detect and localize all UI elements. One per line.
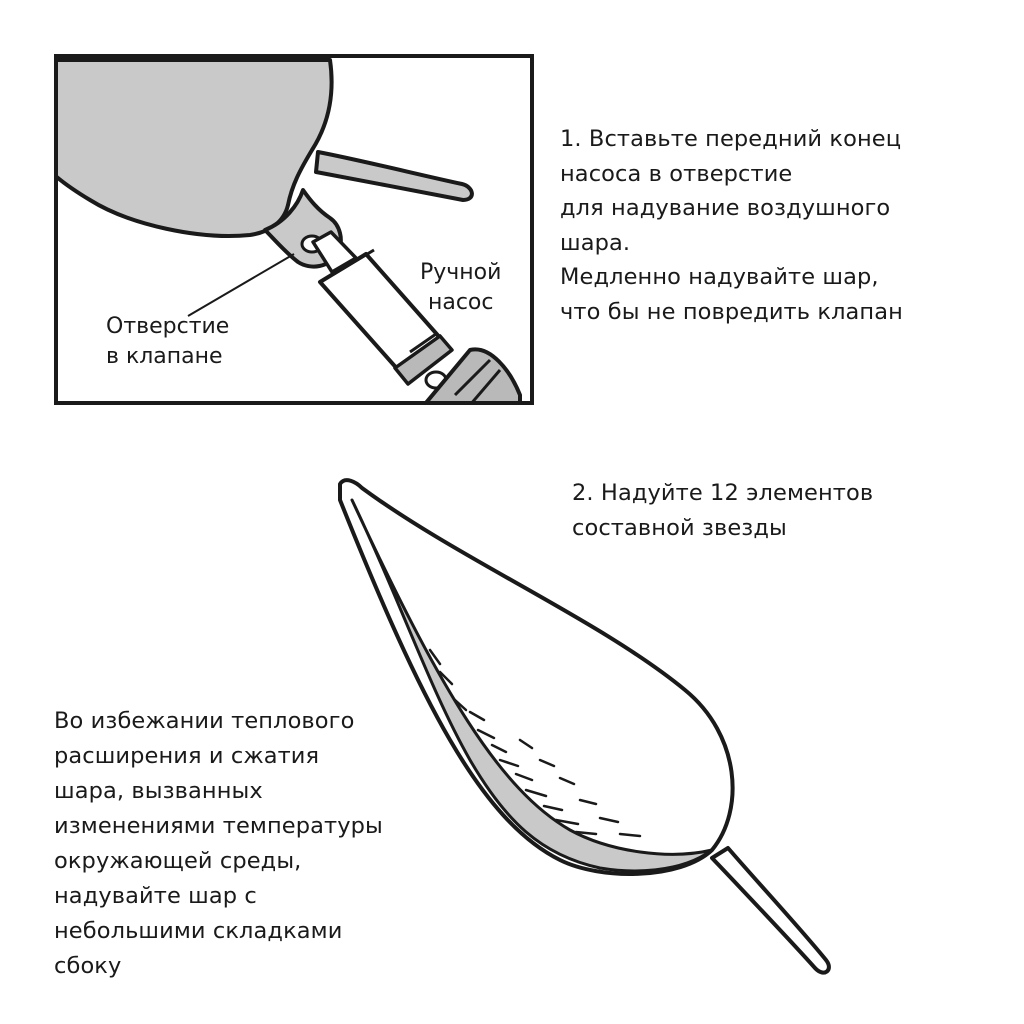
note-line: надувайте шар с: [54, 883, 257, 909]
step1-line: 1. Вставьте передний конец: [560, 126, 902, 152]
illustration-frame: [54, 54, 534, 405]
note-line: сбоку: [54, 953, 122, 979]
step1-line: насоса в отверстие: [560, 160, 793, 187]
valve-label-line: в клапане: [106, 344, 223, 369]
pump-label-line: Ручной: [420, 260, 502, 285]
step1-line: шара.: [560, 229, 631, 256]
balloon-tail: [314, 150, 474, 202]
balloon-outline: [338, 478, 735, 876]
valve-label-line: Отверстие: [106, 314, 230, 339]
step2-line: составной звезды: [572, 514, 787, 541]
step1-line: что бы не повредить клапан: [560, 298, 903, 325]
valve-leader-line: [187, 253, 295, 317]
valve-label: Отверстие в клапане: [106, 312, 229, 372]
balloon-stem: [710, 846, 831, 975]
balloon-fold: [350, 498, 714, 873]
note-line: небольшими складками: [54, 918, 343, 944]
pump-label-line: насос: [427, 290, 494, 315]
step1-line: Медленно надувайте шар,: [560, 264, 879, 290]
note-line: окружающей среды,: [54, 848, 302, 874]
wrinkle-lines: [428, 648, 642, 838]
note-line: изменениями температуры: [54, 813, 383, 839]
step1-instructions: 1. Вставьте передний конец насоса в отве…: [560, 122, 903, 329]
note-line: расширения и сжатия: [54, 743, 320, 769]
step2-instructions: 2. Надуйте 12 элементов составной звезды: [572, 476, 873, 545]
balloon-body: [56, 58, 334, 238]
note-line: Во избежании теплового: [54, 708, 355, 734]
pump-label: Ручной насос: [420, 258, 501, 318]
inflation-note: Во избежании теплового расширения и сжат…: [54, 704, 383, 984]
step2-line: 2. Надуйте 12 элементов: [572, 480, 874, 506]
step1-line: для надувание воздушного: [560, 195, 891, 221]
note-line: шара, вызванных: [54, 778, 263, 804]
